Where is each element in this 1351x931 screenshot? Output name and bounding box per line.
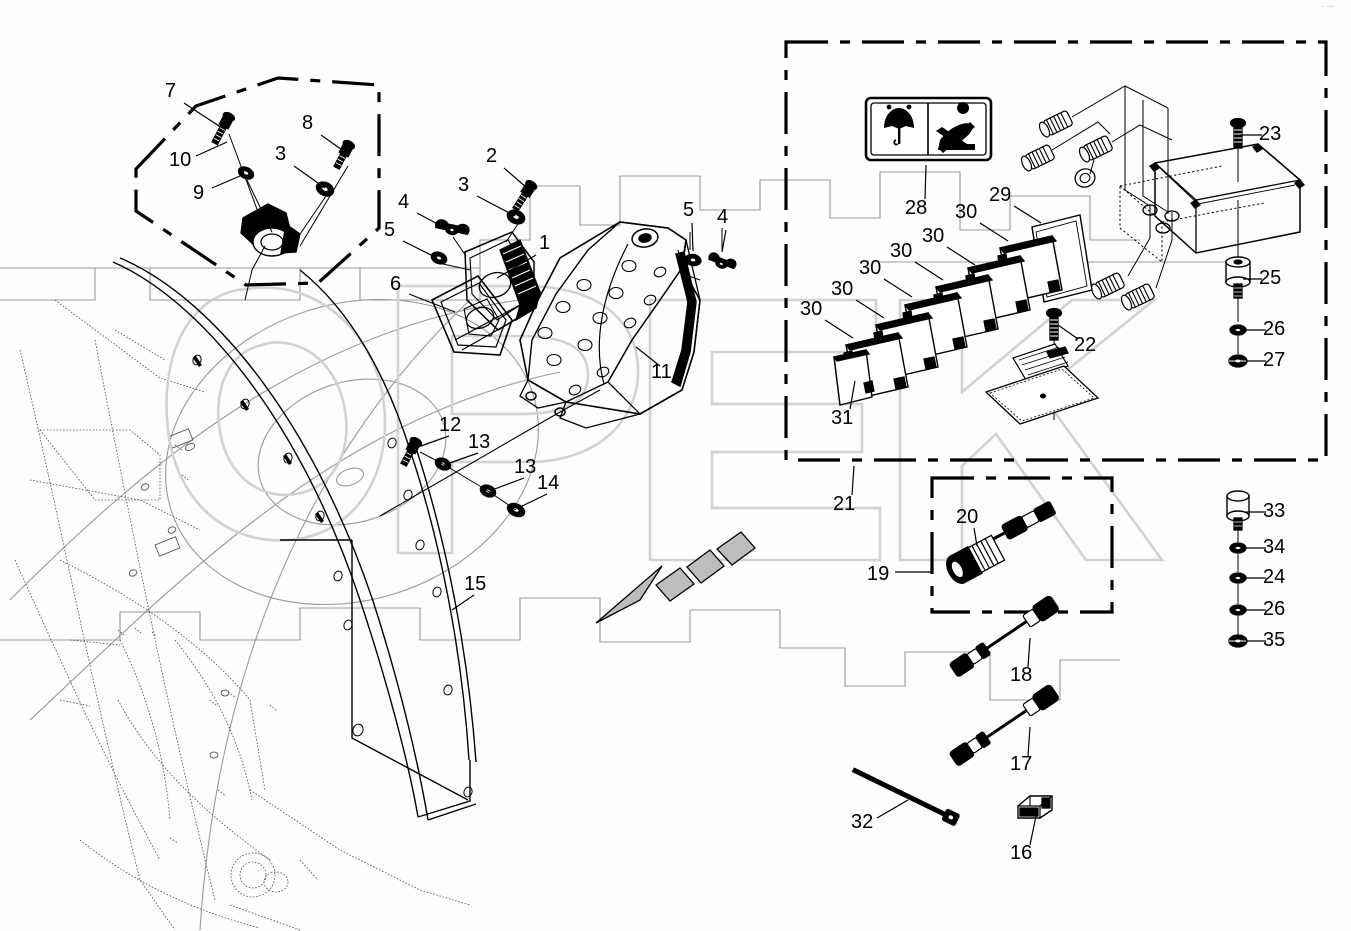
callout-leader-13 [491,477,525,491]
callout-number-26: 26 [1263,598,1286,620]
callout-number-6: 6 [390,273,402,295]
callout-number-12: 12 [439,414,462,436]
callout-number-13: 13 [468,431,491,453]
callout-leader-5 [691,222,694,252]
callout-number-14: 14 [537,472,560,494]
sensor-detail-frame [134,76,381,287]
warning-label [864,96,993,162]
callout-leader-7 [183,102,223,129]
callout-number-5: 5 [683,199,695,221]
callout-number-17: 17 [1010,753,1033,775]
callout-leader-3 [293,165,326,189]
callout-number-3: 3 [275,143,287,165]
corner-mark: ⌐ ▪▪▪ [1322,4,1335,10]
callout-leader-30 [946,246,976,266]
callout-number-4: 4 [717,206,729,228]
callout-number-30: 30 [890,240,913,262]
callout-leader-21 [851,465,855,496]
callout-leader-4 [721,229,727,253]
callout-number-30: 30 [955,201,978,223]
harness-detail-frame [930,476,1114,614]
callout-number-19: 19 [867,563,890,585]
callout-leader-3 [476,195,516,217]
callout-number-23: 23 [1259,123,1282,145]
callout-number-26: 26 [1263,318,1286,340]
callout-leader-20 [973,527,978,547]
callout-number-8: 8 [302,112,314,134]
callout-leader-30 [914,261,944,281]
callout-leader-30 [855,299,885,319]
callout-number-7: 7 [165,80,177,102]
callout-number-16: 16 [1010,842,1033,864]
callout-number-35: 35 [1263,629,1286,651]
callout-leader-4 [416,212,446,229]
callout-number-13: 13 [514,456,537,478]
callout-number-2: 2 [486,145,498,167]
callout-leader-28 [924,164,927,200]
callout-number-5: 5 [384,219,396,241]
callout-leader-1 [496,254,537,279]
callout-number-1: 1 [539,232,551,254]
callout-number-22: 22 [1074,334,1097,356]
callout-leader-30 [824,319,854,339]
callout-leader-22 [1057,324,1079,340]
callout-number-33: 33 [1263,500,1286,522]
callout-leader-29 [1013,205,1042,224]
callout-number-3: 3 [458,174,470,196]
callout-leader-30 [979,222,1009,242]
callout-leader-30 [883,278,913,298]
callout-number-24: 24 [1263,566,1286,588]
callout-number-30: 30 [922,225,945,247]
callout-number-27: 27 [1263,349,1286,371]
callout-number-4: 4 [398,191,410,213]
callout-number-25: 25 [1259,267,1282,289]
callout-leader-13 [446,452,479,465]
callout-leader-31 [849,380,856,410]
callout-number-32: 32 [851,811,874,833]
callout-leader-16 [1029,815,1037,846]
callout-leader-12 [417,435,450,448]
callout-number-18: 18 [1010,664,1033,686]
callout-number-15: 15 [464,573,487,595]
callout-number-10: 10 [169,149,192,171]
callout-leader-11 [635,346,661,367]
callout-number-21: 21 [833,493,856,515]
callout-number-28: 28 [905,197,928,219]
callout-number-9: 9 [193,182,205,204]
callout-leader-10 [195,141,228,157]
callout-leader-5 [402,240,438,259]
callout-number-31: 31 [831,407,854,429]
callout-leader-6 [408,293,456,313]
callout-number-29: 29 [989,184,1012,206]
callout-leader-17 [1027,726,1031,757]
callout-leader-9 [211,175,241,189]
electrical-box-frame [784,40,1328,462]
callout-number-30: 30 [831,278,854,300]
callout-leader-32 [876,799,909,819]
callout-number-11: 11 [651,361,672,383]
callout-number-34: 34 [1263,536,1286,558]
callout-number-30: 30 [859,257,882,279]
direction-arrow [595,531,756,624]
callout-leader-18 [1027,637,1031,668]
callout-number-30: 30 [800,298,823,320]
callout-leader-14 [517,493,548,509]
callout-leader-8 [320,134,346,153]
callout-number-20: 20 [956,506,979,528]
callout-leader-15 [451,594,475,611]
callout-leader-2 [503,167,528,189]
